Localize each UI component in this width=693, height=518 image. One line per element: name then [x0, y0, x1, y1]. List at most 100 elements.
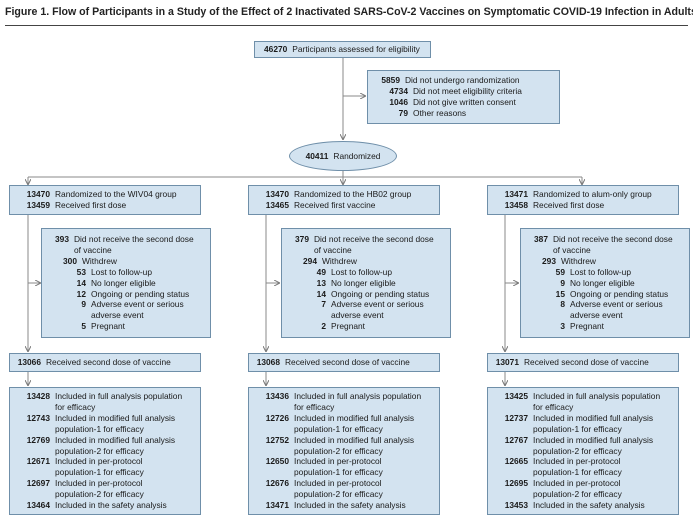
group-3-no-second-label: Did not receive the second dose [553, 234, 673, 244]
group-2-reason-count: 7 [321, 299, 326, 310]
group-2-analysis-item-label: Included in per-protocol [294, 456, 382, 467]
group-3-analysis-item-cont-spacer [501, 402, 528, 413]
group-3-analysis-item-cont: population-2 for efficacy [501, 489, 678, 500]
group-3-withdrew-count: 293 [542, 255, 556, 266]
group-1-analysis-item-label: Included in per-protocol [55, 478, 143, 489]
group-1-reason-count: 5 [81, 321, 86, 332]
group-2-reason-label: Adverse event or serious [331, 299, 424, 310]
group-2-reason-label: No longer eligible [331, 277, 396, 288]
group-3-analysis-item-cont: population-1 for efficacy [501, 467, 678, 478]
group-1-analysis-item-cont-spacer [23, 489, 50, 500]
group-3-no-second-cont-text: of vaccine [553, 244, 591, 255]
group-2-reason-count: 2 [321, 321, 326, 332]
group-1-reason-count: 12 [76, 288, 86, 299]
group-2-reason: 14 Ongoing or pending status [292, 289, 450, 300]
group-2-randomized-label: Randomized to the HB02 group [294, 189, 412, 199]
group-3-reason-label: Pregnant [570, 321, 604, 332]
assessed-label: Participants assessed for eligibility [292, 44, 420, 54]
group-3-no-second-cont-spacer [531, 245, 548, 256]
group-2-analysis-item-cont-spacer [262, 467, 289, 478]
group-2-reason-cont-text: adverse event [331, 310, 384, 321]
group-2-reason-label: Ongoing or pending status [331, 288, 430, 299]
excluded-row: 5859 Did not undergo randomization [378, 75, 559, 86]
group-2-no-second-cont: of vaccine [292, 245, 450, 256]
group-3-analysis-item-count: 12737 [504, 412, 528, 423]
group-2-analysis-item-label: Included in the safety analysis [294, 500, 406, 511]
assessed-box: 46270 Participants assessed for eligibil… [254, 41, 431, 58]
group-3-no-second-count: 387 [534, 234, 548, 244]
group-1-analysis-item-cont: population-2 for efficacy [23, 446, 200, 457]
excluded-item-label: Other reasons [413, 107, 467, 118]
group-1-no-second-label: Did not receive the second dose [74, 234, 194, 244]
group-3-first-dose-label: Received first dose [533, 199, 605, 210]
group-3-randomized-count: 13471 [504, 189, 528, 199]
group-3-analysis-item-cont-text: for efficacy [533, 401, 574, 412]
group-1-analysis-item-cont: population-2 for efficacy [23, 489, 200, 500]
group-1-reason-count: 53 [76, 266, 86, 277]
group-1-analysis-item-cont-text: for efficacy [55, 401, 96, 412]
group-2-withdrew-label: Withdrew [322, 255, 357, 266]
group-2-analysis-item-count: 12752 [265, 434, 289, 445]
group-2-no-second-cont-spacer [292, 245, 309, 256]
group-2-second-dose-count: 13068 [256, 357, 280, 367]
group-1-analysis-item-cont-spacer [23, 467, 50, 478]
group-1-analysis-item-count: 12697 [26, 478, 50, 489]
group-2-analysis-item-cont: for efficacy [262, 402, 439, 413]
group-3-reason-cont-text: adverse event [570, 310, 623, 321]
group-1-randomized-count: 13470 [26, 189, 50, 199]
group-2-reason: 7 Adverse event or serious [292, 299, 450, 310]
group-2-analysis-item-cont: population-2 for efficacy [262, 489, 439, 500]
group-1-second-dose-label: Received second dose of vaccine [46, 357, 171, 367]
group-1-withdrew-label: Withdrew [82, 255, 117, 266]
group-2-analysis-item-label: Included in modified full analysis [294, 434, 415, 445]
group-3-second-dose-label: Received second dose of vaccine [524, 357, 649, 367]
group-2-reason-count: 14 [316, 288, 326, 299]
group-3-analysis-item-cont-spacer [501, 446, 528, 457]
group-3-reason-cont: adverse event [531, 310, 689, 321]
group-3-analysis-item-count: 12665 [504, 456, 528, 467]
excluded-box: 5859 Did not undergo randomization 4734 … [367, 70, 560, 124]
group-2-analysis-item-cont-text: population-2 for efficacy [294, 489, 383, 500]
group-3-first-dose-count: 13458 [504, 199, 528, 210]
group-3-reason-label: Ongoing or pending status [570, 288, 669, 299]
group-2-withdrew-count: 294 [303, 255, 317, 266]
group-2-analysis-item-cont-text: population-2 for efficacy [294, 445, 383, 456]
group-2-analysis-item-label: Included in per-protocol [294, 478, 382, 489]
group-1-analysis-item-cont: for efficacy [23, 402, 200, 413]
group-1-withdrew-count: 300 [63, 255, 77, 266]
group-2-analysis-item: 12752 Included in modified full analysis [262, 435, 439, 446]
group-2-reason-cont-spacer [309, 310, 326, 321]
excluded-count: 5859 [381, 75, 400, 85]
group-1-analysis-item-count: 12769 [26, 434, 50, 445]
excluded-item-count: 1046 [389, 96, 408, 107]
group-1-first-dose-label: Received first dose [55, 199, 127, 210]
group-2-analysis-item-cont: population-1 for efficacy [262, 424, 439, 435]
group-3-analysis-item-label: Included in per-protocol [533, 478, 621, 489]
